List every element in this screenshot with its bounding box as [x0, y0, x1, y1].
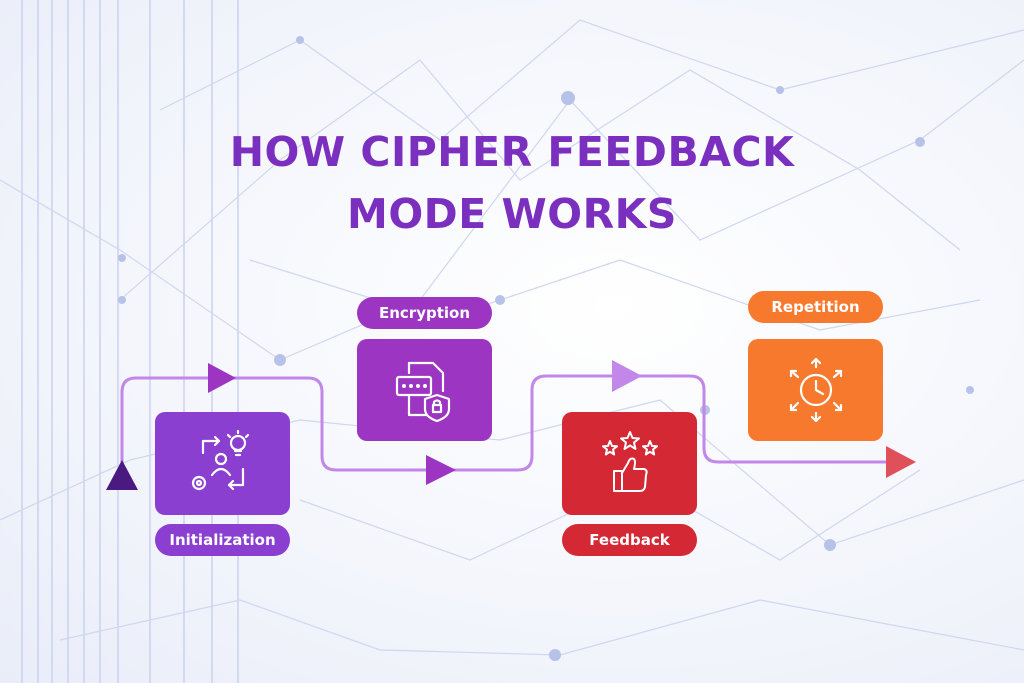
- step-encryption-label: Encryption: [357, 297, 492, 329]
- flow-arrow-icon: [426, 455, 456, 485]
- thumbs-up-stars-icon: [601, 430, 658, 492]
- step-feedback-box: [562, 412, 697, 515]
- flow-line: [120, 374, 895, 476]
- step-repetition-box: [748, 339, 883, 441]
- title-line-1: HOW CIPHER FEEDBACK: [229, 128, 795, 176]
- title-line-2: MODE WORKS: [347, 190, 677, 238]
- step-initialization-label: Initialization: [155, 524, 290, 556]
- encrypted-document-shield-icon: [395, 361, 450, 423]
- step-encryption-box: [357, 339, 492, 441]
- step-repetition-label: Repetition: [748, 291, 883, 323]
- flow-arrow-icon: [208, 363, 236, 393]
- initialization-icon: [191, 429, 249, 490]
- clock-arrows-icon: [789, 357, 842, 423]
- flow-arrow-icon: [612, 360, 642, 392]
- step-feedback-label: Feedback: [562, 524, 697, 556]
- step-initialization-box: [155, 412, 290, 515]
- start-marker-icon: [106, 460, 138, 490]
- end-arrow-icon: [886, 446, 916, 478]
